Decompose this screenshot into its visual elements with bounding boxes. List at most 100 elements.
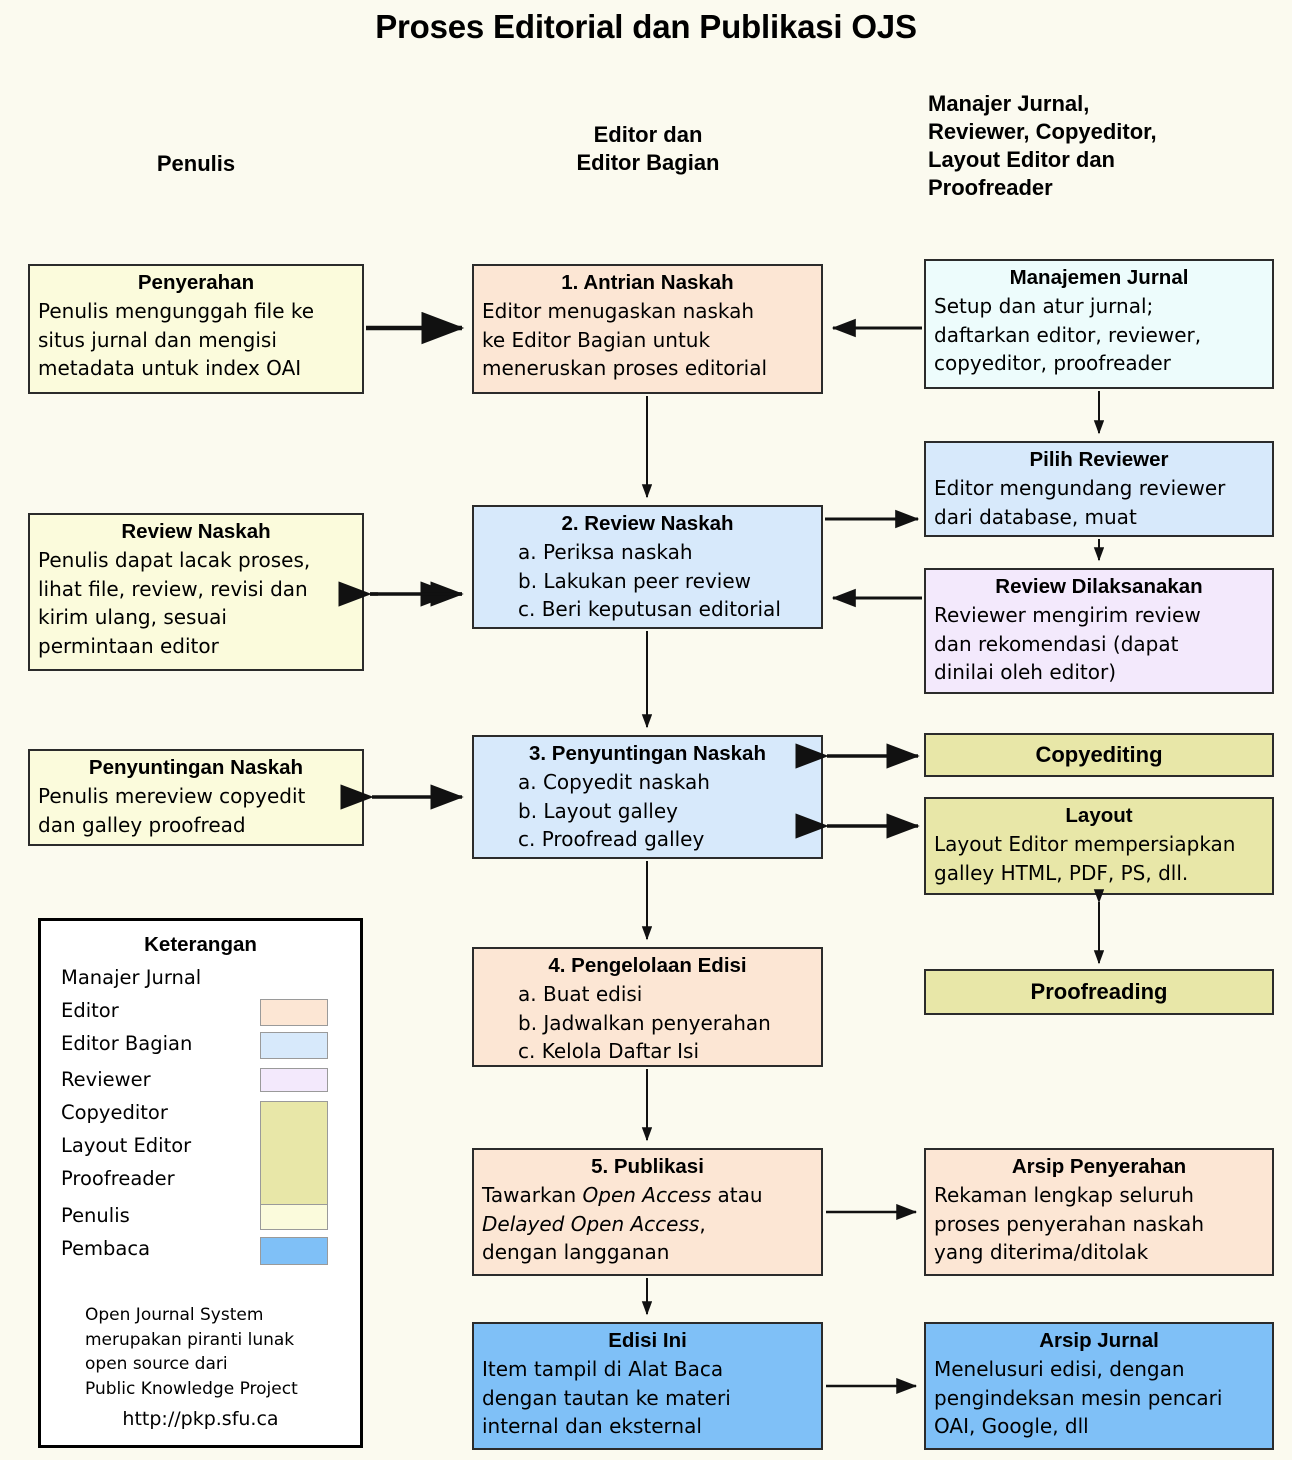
legend-url[interactable]: http://pkp.sfu.ca — [122, 1408, 279, 1430]
box-review-dilaksanakan-line1: Reviewer mengirim review — [934, 603, 1201, 627]
legend-note-line2: merupakan piranti lunak — [85, 1329, 295, 1350]
legend-item-penulis: Penulis — [41, 1199, 130, 1232]
legend-item-label: Layout Editor — [61, 1134, 192, 1157]
column-header-penulis: Penulis — [156, 151, 236, 176]
box-review-dilaksanakan-title: Review Dilaksanakan — [995, 575, 1203, 598]
box-arsip-penyerahan-line3: yang diterima/ditolak — [934, 1240, 1149, 1264]
box-review-naskah-line1: a. Periksa naskah — [518, 540, 693, 564]
legend-item-layout-editor: Layout Editor — [41, 1129, 191, 1162]
box-manajemen-jurnal-line3: copyeditor, proofreader — [934, 351, 1171, 375]
legend-item-reviewer: Reviewer — [41, 1063, 151, 1096]
box-pilih-reviewer[interactable]: Pilih Reviewer Editor mengundang reviewe… — [924, 441, 1274, 537]
box-edisi-ini[interactable]: Edisi Ini Item tampil di Alat Baca denga… — [472, 1322, 823, 1450]
legend-item-copyeditor: Copyeditor — [41, 1096, 168, 1129]
legend-item-label: Copyeditor — [61, 1101, 168, 1124]
box-penyuntingan-penulis-title: Penyuntingan Naskah — [88, 756, 304, 779]
box-edisi-ini-line2: dengan tautan ke materi — [482, 1385, 731, 1410]
box-publikasi-line2-italic: Delayed Open Access — [482, 1211, 700, 1236]
box-penyerahan[interactable]: Penyerahan Penulis mengunggah file ke si… — [28, 264, 364, 394]
box-layout-line2: galley HTML, PDF, PS, dll. — [934, 860, 1189, 885]
box-layout-line1: Layout Editor mempersiapkan — [934, 832, 1236, 856]
box-arsip-penyerahan-line2: proses penyerahan naskah — [934, 1211, 1204, 1236]
box-manajemen-jurnal[interactable]: Manajemen Jurnal Setup dan atur jurnal; … — [924, 259, 1274, 389]
box-copyediting-title: Copyediting — [1035, 741, 1163, 767]
box-antrian-naskah-title: 1. Antrian Naskah — [561, 271, 734, 294]
column-header-manajer-line3: Layout Editor dan — [928, 147, 1115, 172]
box-publikasi-title: 5. Publikasi — [591, 1155, 704, 1178]
legend-swatch-reviewer — [260, 1068, 328, 1092]
column-header-manajer: Manajer Jurnal, Reviewer, Copyeditor, La… — [928, 90, 1288, 202]
box-pengelolaan-edisi-title: 4. Pengelolaan Edisi — [548, 954, 747, 977]
box-publikasi-line1: Tawarkan Open Access atau — [482, 1181, 813, 1210]
legend-note-line1: Open Journal System — [85, 1305, 264, 1325]
box-proofreading-title: Proofreading — [1030, 978, 1168, 1004]
legend-item-manajer-jurnal: Manajer Jurnal — [41, 961, 201, 994]
box-publikasi-line1-b: atau — [711, 1183, 763, 1207]
legend-item-label: Penulis — [61, 1204, 130, 1227]
box-edisi-ini-line3: internal dan eksternal — [482, 1414, 702, 1438]
box-proofreading[interactable]: Proofreading — [924, 969, 1274, 1015]
box-arsip-penyerahan-title: Arsip Penyerahan — [1011, 1155, 1187, 1178]
column-header-editor-line2: Editor Bagian — [576, 150, 720, 175]
legend-item-editor-bagian: Editor Bagian — [41, 1027, 192, 1060]
box-penyuntingan-penulis-line1: Penulis mereview copyedit — [38, 784, 306, 808]
legend-title: Keterangan — [144, 933, 257, 956]
box-copyediting[interactable]: Copyediting — [924, 733, 1274, 777]
box-review-dilaksanakan-line2: dan rekomendasi (dapat — [934, 631, 1179, 656]
column-header-manajer-line4: Proofreader — [928, 175, 1053, 200]
box-arsip-jurnal-line3: OAI, Google, dll — [934, 1414, 1089, 1438]
box-antrian-naskah-line2: ke Editor Bagian untuk — [482, 327, 711, 352]
box-penyerahan-line2: situs jurnal dan mengisi — [38, 327, 277, 352]
box-pilih-reviewer-line1: Editor mengundang reviewer — [934, 476, 1226, 500]
box-review-naskah-penulis-line3: kirim ulang, sesuai — [38, 605, 227, 629]
box-edisi-ini-title: Edisi Ini — [608, 1329, 687, 1352]
box-review-naskah-penulis-line2: lihat file, review, revisi dan — [38, 576, 308, 601]
legend-swatch-penulis — [260, 1204, 328, 1230]
box-penyuntingan-naskah-line3: c. Proofread galley — [518, 827, 705, 851]
box-pengelolaan-edisi[interactable]: 4. Pengelolaan Edisi a. Buat edisi b. Ja… — [472, 947, 823, 1067]
box-manajemen-jurnal-title: Manajemen Jurnal — [1009, 266, 1189, 289]
column-header-editor-line1: Editor dan — [593, 122, 703, 147]
box-arsip-jurnal-line2: pengindeksan mesin pencari — [934, 1385, 1223, 1410]
box-antrian-naskah-line3: meneruskan proses editorial — [482, 356, 768, 380]
box-arsip-jurnal[interactable]: Arsip Jurnal Menelusuri edisi, dengan pe… — [924, 1322, 1274, 1450]
legend-item-pembaca: Pembaca — [41, 1232, 150, 1265]
box-manajemen-jurnal-line1: Setup dan atur jurnal; — [934, 294, 1154, 318]
legend-item-label: Manajer Jurnal — [61, 966, 202, 989]
box-publikasi[interactable]: 5. Publikasi Tawarkan Open Access atau D… — [472, 1148, 823, 1276]
box-pilih-reviewer-line2: dari database, muat — [934, 504, 1137, 529]
legend-item-proofreader: Proofreader — [41, 1162, 175, 1195]
box-arsip-jurnal-title: Arsip Jurnal — [1039, 1329, 1159, 1352]
box-review-naskah-penulis[interactable]: Review Naskah Penulis dapat lacak proses… — [28, 513, 364, 671]
legend-note-line4: Public Knowledge Project — [85, 1378, 298, 1399]
box-arsip-penyerahan[interactable]: Arsip Penyerahan Rekaman lengkap seluruh… — [924, 1148, 1274, 1276]
box-arsip-jurnal-line1: Menelusuri edisi, dengan — [934, 1357, 1185, 1381]
box-publikasi-line3: dengan langganan — [482, 1240, 670, 1264]
box-review-naskah-title: 2. Review Naskah — [561, 512, 734, 535]
box-review-dilaksanakan[interactable]: Review Dilaksanakan Reviewer mengirim re… — [924, 568, 1274, 694]
box-review-naskah-penulis-title: Review Naskah — [121, 520, 271, 543]
box-arsip-penyerahan-line1: Rekaman lengkap seluruh — [934, 1183, 1194, 1207]
box-penyerahan-title: Penyerahan — [137, 271, 255, 294]
box-review-naskah-penulis-line4: permintaan editor — [38, 633, 219, 658]
box-antrian-naskah-line1: Editor menugaskan naskah — [482, 299, 755, 323]
box-publikasi-line2-b: , — [699, 1211, 706, 1236]
legend-item-label: Editor — [61, 999, 119, 1022]
box-antrian-naskah[interactable]: 1. Antrian Naskah Editor menugaskan nask… — [472, 264, 823, 394]
column-header-editor: Editor dan Editor Bagian — [472, 121, 824, 177]
box-publikasi-line1-italic: Open Access — [582, 1183, 712, 1207]
legend-note-line3: open source dari — [85, 1354, 228, 1374]
legend-item-label: Pembaca — [61, 1237, 151, 1260]
box-penyuntingan-penulis[interactable]: Penyuntingan Naskah Penulis mereview cop… — [28, 749, 364, 846]
box-review-naskah-line3: c. Beri keputusan editorial — [518, 597, 781, 621]
box-pengelolaan-edisi-line3: c. Kelola Daftar Isi — [518, 1039, 699, 1063]
box-manajemen-jurnal-line2: daftarkan editor, reviewer, — [934, 322, 1202, 347]
box-pengelolaan-edisi-line1: a. Buat edisi — [518, 982, 643, 1006]
legend-swatch-editor — [260, 999, 328, 1026]
box-review-naskah[interactable]: 2. Review Naskah a. Periksa naskah b. La… — [472, 505, 823, 629]
box-layout[interactable]: Layout Layout Editor mempersiapkan galle… — [924, 797, 1274, 895]
box-pengelolaan-edisi-line2: b. Jadwalkan penyerahan — [518, 1010, 771, 1035]
legend-item-label: Editor Bagian — [61, 1032, 193, 1055]
box-penyuntingan-naskah[interactable]: 3. Penyuntingan Naskah a. Copyedit naska… — [472, 735, 823, 859]
